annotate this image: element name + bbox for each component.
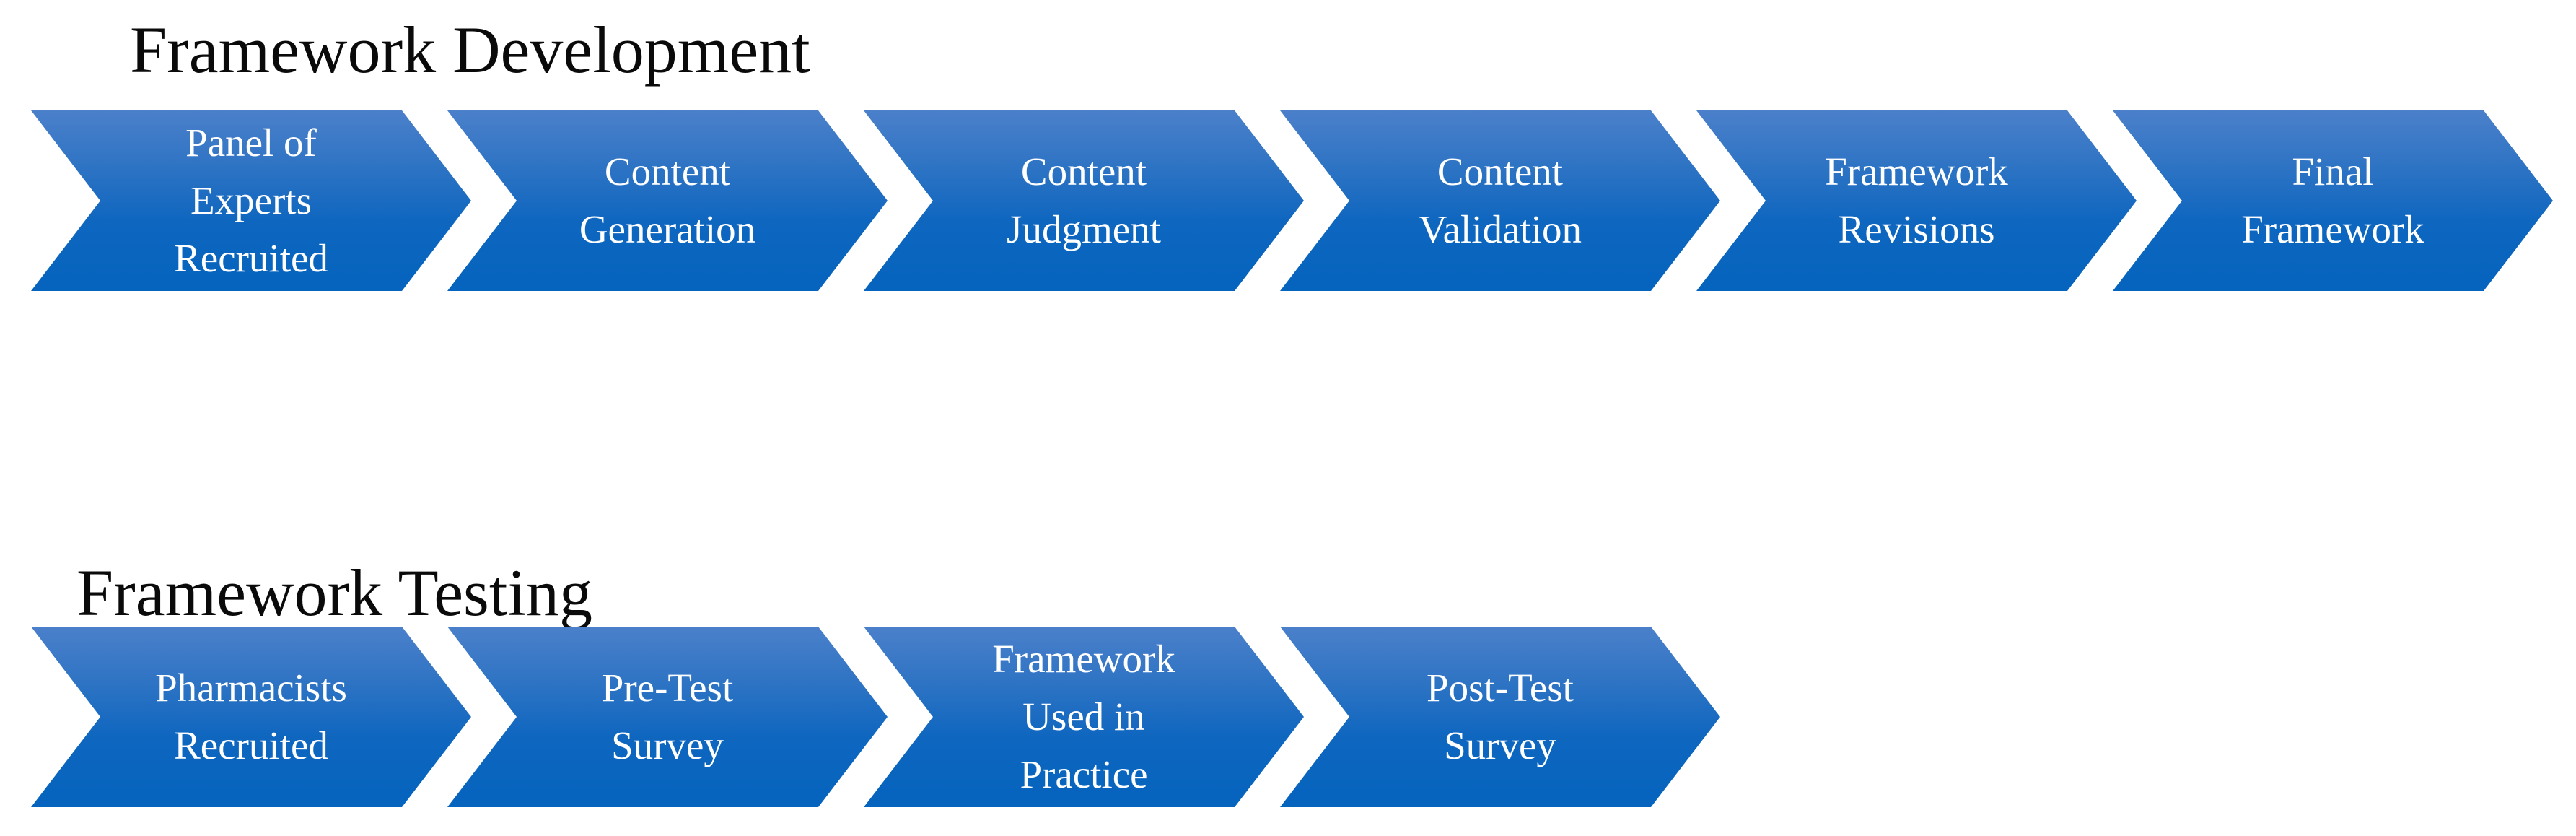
step-text-line: Pre-Test (601, 666, 734, 710)
chevron-pharmacists-recruited: Pharmacists Recruited (31, 627, 471, 807)
step-text-line: Pharmacists (155, 666, 347, 710)
step-text-line: Content (1437, 149, 1564, 193)
chevron-content-generation: Content Generation (447, 110, 888, 291)
step-text-line: Final (2292, 149, 2374, 193)
step-text-line: Used in (1022, 695, 1145, 739)
step-text-line: Post-Test (1427, 666, 1574, 710)
step-text-line: Content (604, 149, 731, 193)
step-text-line: Revisions (1838, 207, 1995, 251)
step-text-line: Judgment (1007, 207, 1161, 251)
step-text-line: Generation (579, 207, 756, 251)
chevron-pre-test-survey: Pre-Test Survey (447, 627, 888, 807)
section-title-framework-development: Framework Development (130, 13, 810, 87)
step-text-line: Framework (992, 637, 1175, 681)
chevron-panel-of-experts: Panel of Experts Recruited (31, 110, 471, 291)
step-text-line: Recruited (174, 236, 328, 280)
chevron-framework-used-in-practice: Framework Used in Practice (864, 627, 1304, 807)
step-text-line: Practice (1020, 752, 1148, 796)
chevron-content-validation: Content Validation (1280, 110, 1720, 291)
chevron-final-framework: Final Framework (2113, 110, 2553, 291)
step-text-line: Panel of (185, 121, 317, 165)
section-title-framework-testing: Framework Testing (76, 556, 592, 630)
step-text-line: Experts (190, 178, 312, 222)
step-text-line: Framework (2241, 207, 2424, 251)
step-text-line: Survey (1444, 723, 1556, 767)
chevron-framework-revisions: Framework Revisions (1696, 110, 2137, 291)
chevron-post-test-survey: Post-Test Survey (1280, 627, 1720, 807)
step-text-line: Framework (1825, 149, 2008, 193)
step-text-line: Recruited (174, 723, 328, 767)
step-text-line: Survey (611, 723, 724, 767)
step-text-line: Content (1020, 149, 1147, 193)
chevron-content-judgment: Content Judgment (864, 110, 1304, 291)
step-text-line: Validation (1418, 207, 1582, 251)
